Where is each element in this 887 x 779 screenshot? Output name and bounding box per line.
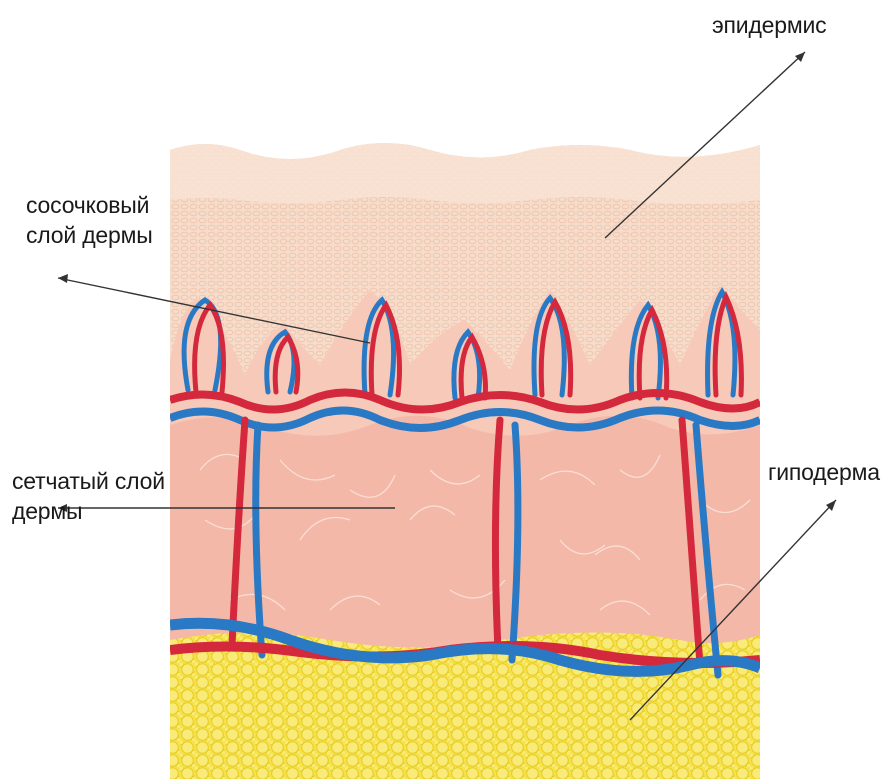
papillary-label-line1: сосочковый [26,190,153,220]
reticular-dermis-label: сетчатый слой дермы [12,466,165,526]
hypodermis-label: гиподерма [768,457,880,487]
reticular-label-line1: сетчатый слой [12,466,165,496]
papillary-dermis-label: сосочковый слой дермы [26,190,153,250]
papillary-label-line2: слой дермы [26,220,153,250]
epidermis-label: эпидермис [712,10,826,40]
hypodermis-label-text: гиподерма [768,457,880,487]
reticular-label-line2: дермы [12,496,165,526]
epidermis-label-text: эпидермис [712,10,826,40]
